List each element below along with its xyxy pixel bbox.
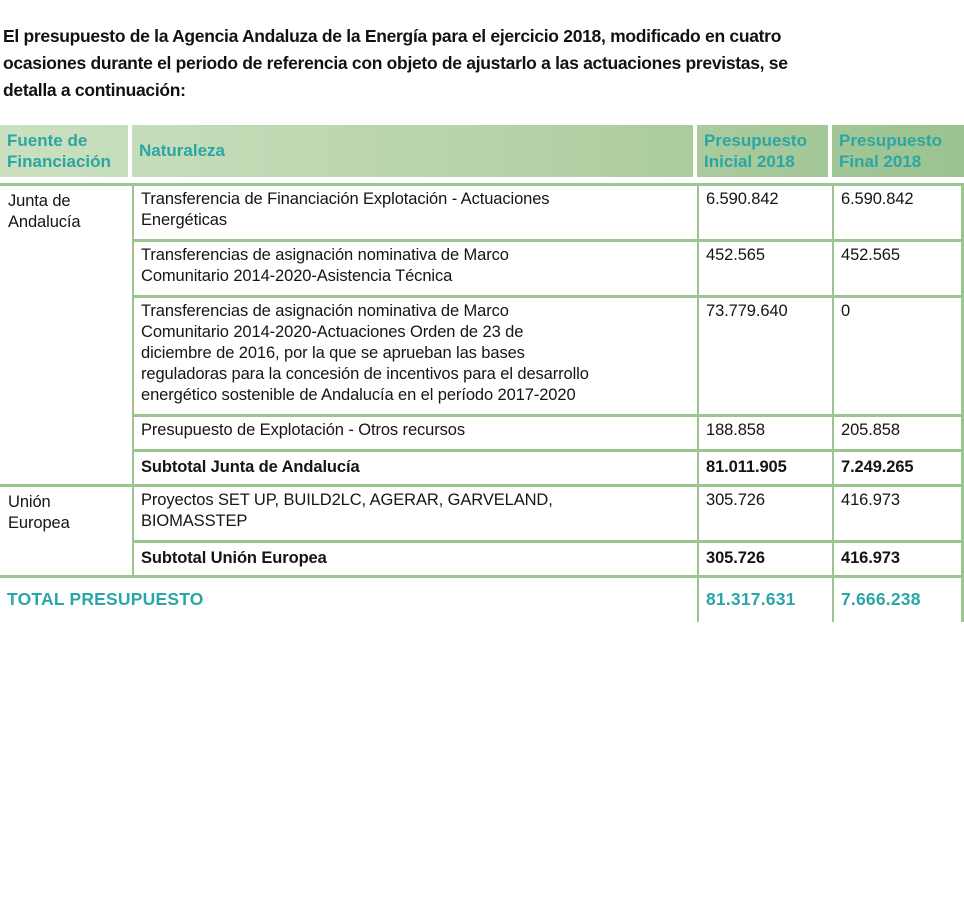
col-header-presupuesto-final: Presupuesto Final 2018 — [832, 125, 964, 183]
table-row: Junta de Andalucía Transferencia de Fina… — [0, 182, 964, 484]
naturaleza-cell: Presupuesto de Explotación - Otros recur… — [132, 413, 697, 449]
table-row: Transferencias de asignación nominativa … — [0, 238, 964, 295]
total-final: 7.666.238 — [832, 574, 964, 622]
table-row: Unión Europea Proyectos SET UP, BUILD2LC… — [0, 483, 964, 575]
presupuesto-final-cell: 0 — [832, 294, 964, 414]
subtotal-row-union-europea: Subtotal Unión Europea 305.726 416.973 — [0, 539, 964, 575]
intro-paragraph: El presupuesto de la Agencia Andaluza de… — [3, 25, 788, 100]
naturaleza-cell: Proyectos SET UP, BUILD2LC, AGERAR, GARV… — [132, 483, 697, 540]
naturaleza-cell: Transferencia de Financiación Explotació… — [132, 182, 697, 239]
col-header-naturaleza: Naturaleza — [132, 124, 697, 183]
presupuesto-inicial-cell: 73.779.640 — [697, 294, 832, 414]
presupuesto-inicial-cell: 188.858 — [697, 413, 832, 449]
total-label: TOTAL PRESUPUESTO — [0, 574, 697, 622]
subtotal-label: Subtotal Junta de Andalucía — [132, 448, 697, 484]
subtotal-label: Subtotal Unión Europea — [132, 539, 697, 575]
subtotal-final: 7.249.265 — [832, 448, 964, 484]
presupuesto-inicial-cell: 452.565 — [697, 238, 832, 295]
col-header-fuente-financiacion: Fuente de Financiación — [0, 124, 132, 183]
budget-table: Fuente de Financiación Naturaleza Presup… — [0, 124, 964, 622]
table-row: Transferencias de asignación nominativa … — [0, 294, 964, 414]
presupuesto-final-cell: 416.973 — [832, 483, 964, 540]
presupuesto-final-cell: 452.565 — [832, 238, 964, 295]
presupuesto-final-cell: 6.590.842 — [832, 182, 964, 239]
presupuesto-final-cell: 205.858 — [832, 413, 964, 449]
source-cell-junta-de-andalucia: Junta de Andalucía — [0, 182, 132, 484]
naturaleza-cell: Transferencias de asignación nominativa … — [132, 294, 697, 414]
presupuesto-inicial-cell: 6.590.842 — [697, 182, 832, 239]
subtotal-inicial: 305.726 — [697, 539, 832, 575]
total-row: TOTAL PRESUPUESTO 81.317.631 7.666.238 — [0, 574, 964, 622]
table-row: Presupuesto de Explotación - Otros recur… — [0, 413, 964, 449]
table-header: Fuente de Financiación Naturaleza Presup… — [0, 124, 964, 183]
col-header-presupuesto-inicial: Presupuesto Inicial 2018 — [697, 124, 832, 183]
header-row: Fuente de Financiación Naturaleza Presup… — [0, 124, 964, 183]
source-cell-union-europea: Unión Europea — [0, 483, 132, 575]
presupuesto-inicial-cell: 305.726 — [697, 483, 832, 540]
subtotal-inicial: 81.011.905 — [697, 448, 832, 484]
naturaleza-cell: Transferencias de asignación nominativa … — [132, 238, 697, 295]
subtotal-row-junta-de-andalucia: Subtotal Junta de Andalucía 81.011.905 7… — [0, 448, 964, 484]
subtotal-final: 416.973 — [832, 539, 964, 575]
total-inicial: 81.317.631 — [697, 574, 832, 622]
